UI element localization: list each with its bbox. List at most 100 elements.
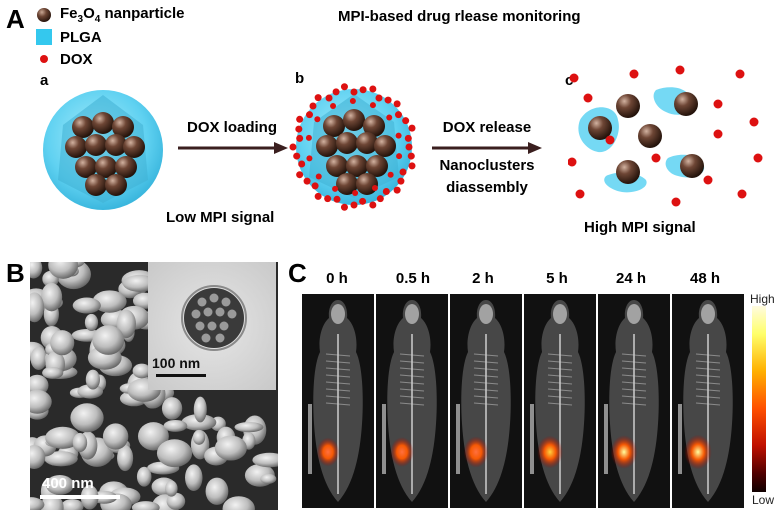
- rib: [547, 381, 573, 385]
- nanoparticle: [616, 160, 640, 184]
- dox-molecule: [296, 171, 304, 179]
- rib: [547, 367, 573, 371]
- rib: [695, 360, 721, 364]
- dox-molecule: [306, 155, 313, 162]
- rib: [325, 367, 351, 371]
- nanoparticle: [356, 132, 378, 154]
- rib: [547, 374, 573, 378]
- dox-molecule: [407, 152, 415, 160]
- time-label-4: 24 h: [615, 270, 646, 287]
- arrow-right-icon-2: [432, 142, 542, 154]
- inset-scale-bar: [156, 374, 206, 377]
- forelimb-bone: [530, 404, 534, 474]
- nanoparticle: [123, 136, 145, 158]
- rib: [399, 402, 425, 406]
- nanoparticle-icon: [37, 8, 51, 22]
- sem-particle: [116, 309, 136, 339]
- arrow-right-icon-1: [178, 142, 288, 154]
- rib: [473, 402, 499, 406]
- dox-molecule: [749, 117, 759, 127]
- rib: [547, 402, 573, 406]
- dox-molecule: [675, 65, 685, 75]
- dox-molecule: [408, 162, 416, 170]
- sem-particle: [156, 439, 193, 468]
- mpi-hotspot: [390, 437, 414, 467]
- dox-molecule: [384, 96, 392, 104]
- sem-particle: [181, 414, 217, 431]
- mpi-ct-image-strip: [302, 294, 746, 508]
- tem-nanoparticle: [215, 333, 225, 343]
- rib: [473, 395, 499, 399]
- panel-a-letter: A: [6, 4, 25, 34]
- dox-molecule: [298, 160, 306, 168]
- rib: [399, 381, 425, 385]
- nanoparticle: [638, 124, 662, 148]
- dox-molecule: [295, 125, 303, 133]
- inset-scale-label: 100 nm: [152, 355, 201, 371]
- nanoparticle: [336, 173, 358, 195]
- dox-molecule: [404, 134, 412, 142]
- nanoparticle: [346, 155, 368, 177]
- sem-particle: [41, 282, 63, 312]
- sem-particle: [30, 444, 46, 469]
- mpi-frame-2: [450, 294, 522, 508]
- nanoparticle: [72, 116, 94, 138]
- dox-molecule: [735, 69, 745, 79]
- dox-molecule: [651, 153, 661, 163]
- rib: [547, 360, 573, 364]
- arrow-label-dox-loading: DOX loading: [187, 119, 277, 136]
- skull: [627, 304, 641, 324]
- dox-molecule: [296, 115, 304, 123]
- nanoparticle: [75, 156, 97, 178]
- arrow2-line-1: DOX release: [442, 119, 532, 136]
- legend-label-plga: PLGA: [60, 28, 102, 46]
- dox-molecule: [314, 94, 322, 102]
- sem-particle: [50, 330, 75, 356]
- rib: [399, 367, 425, 371]
- nanoparticle: [105, 174, 127, 196]
- dox-molecule: [629, 69, 639, 79]
- tem-nanoparticle: [215, 307, 225, 317]
- dox-molecule: [305, 134, 312, 141]
- sem-particle: [45, 426, 81, 449]
- dox-molecule: [340, 203, 348, 211]
- dox-molecule: [371, 184, 378, 191]
- dox-molecule: [314, 116, 321, 123]
- dox-molecule: [703, 175, 713, 185]
- sem-particle: [92, 325, 125, 355]
- dox-molecule: [395, 132, 402, 139]
- dox-molecule: [393, 186, 401, 194]
- skull: [701, 304, 715, 324]
- sem-particle: [161, 397, 183, 420]
- rib: [325, 374, 351, 378]
- dox-molecule: [382, 187, 390, 195]
- dox-molecule: [314, 192, 322, 200]
- rib: [399, 353, 425, 357]
- mpi-hotspot: [684, 434, 712, 470]
- dox-molecule: [309, 102, 317, 110]
- mpi-frame-5: [672, 294, 744, 508]
- nanoparticle: [680, 154, 704, 178]
- skull: [405, 304, 419, 324]
- sem-particle: [84, 313, 99, 331]
- dox-molecule: [332, 185, 339, 192]
- dox-molecule: [396, 153, 403, 160]
- rib: [621, 360, 647, 364]
- sem-particle: [45, 474, 74, 495]
- nanoparticle: [92, 112, 114, 134]
- sem-particle: [30, 292, 45, 323]
- dox-molecule: [568, 157, 577, 167]
- rib: [473, 381, 499, 385]
- time-label-0: 0 h: [326, 270, 348, 287]
- sem-particle: [165, 480, 178, 497]
- colorbar-high-label: High: [750, 292, 775, 306]
- legend-label-fe3o4: Fe3O4 nanparticle: [60, 5, 185, 25]
- dox-molecule: [605, 135, 615, 145]
- sem-particle: [60, 499, 84, 510]
- dox-molecule: [352, 189, 359, 196]
- dox-molecule: [332, 88, 340, 96]
- legend: Fe3O4 nanparticle PLGA DOX: [36, 4, 185, 70]
- sem-particle: [185, 464, 203, 491]
- sem-particle: [30, 497, 45, 510]
- dox-molecule: [394, 111, 402, 119]
